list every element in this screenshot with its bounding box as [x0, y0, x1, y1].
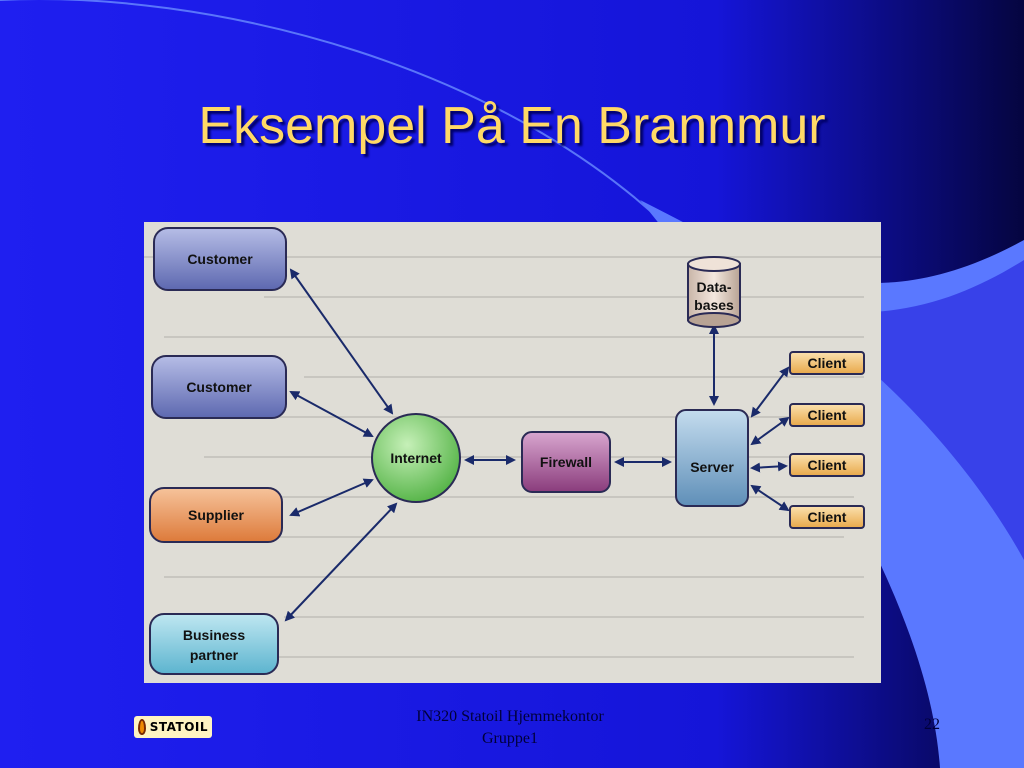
node-supplier-label: Supplier — [188, 507, 245, 523]
node-server-label: Server — [690, 459, 734, 475]
node-client-3: Client — [789, 453, 865, 477]
network-diagram: Customer Customer Supplier Business part… — [149, 227, 865, 675]
node-internet-label: Internet — [390, 450, 442, 466]
node-customer-1: Customer — [153, 227, 287, 291]
node-client-4-label: Client — [808, 509, 847, 525]
ghost-rule — [154, 496, 854, 498]
ghost-rule — [284, 616, 864, 618]
node-client-2: Client — [789, 403, 865, 427]
edge-server-client3 — [750, 461, 788, 473]
ghost-rule — [264, 296, 864, 298]
node-firewall: Firewall — [521, 431, 611, 493]
ghost-rule — [144, 256, 881, 258]
node-databases-label-line1: Data- — [696, 279, 731, 295]
node-customer-2: Customer — [151, 355, 287, 419]
edge-server-client2 — [750, 416, 790, 446]
node-server: Server — [675, 409, 749, 507]
statoil-logo-text: STATOIL — [149, 720, 208, 734]
node-client-4: Client — [789, 505, 865, 529]
ghost-rule — [174, 416, 864, 418]
edge-supplier-internet — [289, 478, 374, 517]
edge-server-client4 — [750, 484, 790, 512]
node-client-2-label: Client — [808, 407, 847, 423]
footer-line-1: IN320 Statoil Hjemmekontor — [416, 708, 604, 725]
slide-footer: IN320 Statoil Hjemmekontor Gruppe1 — [380, 706, 640, 750]
node-business-partner-label-line2: partner — [190, 647, 239, 663]
edge-customer1-internet — [289, 268, 394, 415]
node-client-1: Client — [789, 351, 865, 375]
slide-title: Eksempel På En Brannmur — [198, 97, 826, 155]
ghost-rule — [304, 376, 864, 378]
node-customer-1-label: Customer — [187, 251, 253, 267]
edge-partner-internet — [284, 502, 398, 622]
ghost-rule — [164, 576, 864, 578]
decorative-swoosh-arc — [0, 0, 701, 261]
node-client-1-label: Client — [808, 355, 847, 371]
ghost-rule — [164, 336, 864, 338]
node-customer-2-label: Customer — [186, 379, 252, 395]
node-business-partner-label-line1: Business — [183, 627, 245, 643]
network-diagram-figure: Customer Customer Supplier Business part… — [144, 222, 881, 683]
edge-server-client1 — [750, 366, 790, 418]
flame-icon — [138, 719, 146, 735]
page-number: 22 — [924, 716, 940, 733]
node-client-3-label: Client — [808, 457, 847, 473]
node-firewall-label: Firewall — [540, 454, 592, 470]
node-internet: Internet — [371, 413, 461, 503]
node-databases: Data- bases — [687, 256, 741, 328]
ghost-rule — [224, 536, 844, 538]
ghost-rule — [154, 656, 854, 658]
edge-customer2-internet — [289, 391, 374, 437]
node-business-partner: Business partner — [149, 613, 279, 675]
footer-line-2: Gruppe1 — [482, 730, 538, 747]
node-databases-label-line2: bases — [694, 297, 734, 313]
statoil-logo: STATOIL — [134, 716, 212, 738]
node-supplier: Supplier — [149, 487, 283, 543]
